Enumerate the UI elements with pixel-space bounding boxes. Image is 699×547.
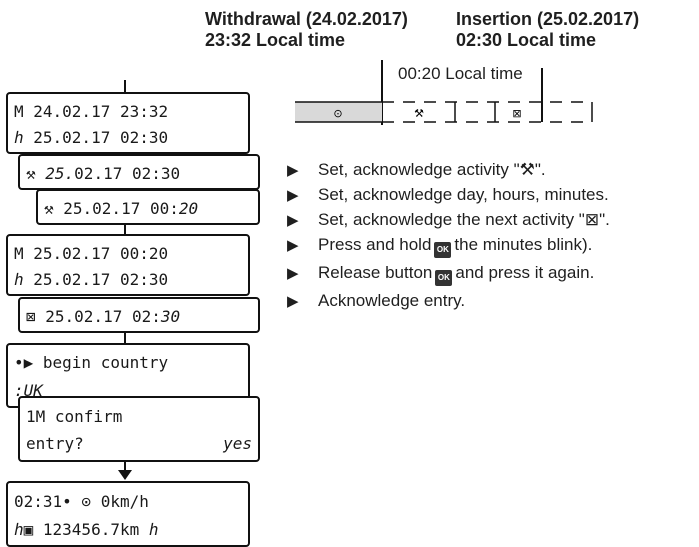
- bullet-arrow-icon: ▶: [287, 237, 299, 254]
- updated-withdrawal-entry: M 25.02.17 00:20: [14, 244, 169, 263]
- bullet-arrow-icon: ▶: [287, 162, 299, 179]
- day-field: 25.: [45, 164, 75, 183]
- odometer-line: ℎ▣ 123456.7km ℎ: [14, 520, 159, 539]
- connector: [124, 461, 126, 475]
- display-screen-5: ⊠ 25.02.17 02:30: [18, 297, 260, 333]
- withdrawal-header: Withdrawal (24.02.2017) 23:32 Local time: [205, 9, 408, 51]
- next-activity-entry: ⊠ 25.02.17 02:30: [26, 307, 181, 326]
- display-screen-1: M 24.02.17 23:32 ℎ 25.02.17 02:30: [6, 92, 250, 154]
- bullet-arrow-icon: ▶: [287, 212, 299, 229]
- withdrawal-entry: M 24.02.17 23:32: [14, 102, 169, 121]
- list-item: ▶ Set, acknowledge the next activity "⊠"…: [287, 210, 610, 229]
- insertion-date-label: Insertion (25.02.2017): [456, 9, 640, 29]
- activity-entry: ⚒ 25.02.17 02:30: [26, 164, 181, 183]
- activity-timeline: ⊙ ⚒ ⊠: [295, 60, 593, 125]
- withdrawal-time-label: 23:32 Local time: [205, 30, 346, 50]
- bullet-arrow-icon: ▶: [287, 293, 299, 310]
- connector: [124, 333, 126, 343]
- minutes-field: 20: [178, 199, 199, 218]
- availability-icon: ⊠: [512, 107, 521, 120]
- connector: [124, 80, 126, 92]
- ok-button-icon: OK: [435, 270, 453, 286]
- insertion-time-label: 02:30 Local time: [456, 30, 597, 50]
- instruction-list: ▶ Set, acknowledge activity "⚒". ▶ Set, …: [287, 159, 687, 315]
- bullet-arrow-icon: ▶: [287, 187, 299, 204]
- yes-option[interactable]: yes: [223, 434, 252, 453]
- list-item: ▶ Set, acknowledge day, hours, minutes.: [287, 185, 609, 204]
- timeline-label: 00:20 Local time: [398, 64, 523, 83]
- entry-question: entry?: [26, 434, 84, 453]
- arrow-down-icon: [118, 470, 132, 480]
- list-item: ▶ Acknowledge entry.: [287, 291, 466, 310]
- insertion-header: Insertion (25.02.2017) 02:30 Local time: [456, 9, 639, 51]
- connector: [124, 224, 126, 234]
- withdrawal-date-label: Withdrawal (24.02.2017): [205, 9, 408, 29]
- ok-button-icon: OK: [434, 242, 452, 258]
- bullet-arrow-icon: ▶: [287, 265, 299, 282]
- insertion-entry: ℎ 25.02.17 02:30: [14, 270, 169, 289]
- list-item: ▶ Set, acknowledge activity "⚒".: [287, 160, 546, 179]
- begin-country-prompt: •▶ begin country: [14, 353, 169, 372]
- display-screen-4: M 25.02.17 00:20 ℎ 25.02.17 02:30: [6, 234, 250, 296]
- duration-entry: ⚒ 25.02.17 00:20: [44, 199, 199, 218]
- work-icon: ⚒: [414, 107, 424, 120]
- display-screen-2: ⚒ 25.02.17 02:30: [18, 154, 260, 190]
- insertion-entry: ℎ 25.02.17 02:30: [14, 128, 169, 147]
- display-screen-standard: 02:31• ⊙ 0km/h ℎ▣ 123456.7km ℎ: [6, 481, 250, 547]
- confirm-prompt: 1M confirm: [26, 407, 123, 426]
- time-speed-line: 02:31• ⊙ 0km/h: [14, 492, 149, 511]
- rest-icon: ⊙: [333, 107, 342, 120]
- minutes-field: 30: [160, 307, 181, 326]
- timeline-cell-rest: [295, 102, 382, 122]
- country-value: :UK: [14, 381, 43, 400]
- display-screen-7: 1M confirm entry? yes: [18, 396, 260, 462]
- display-screen-3: ⚒ 25.02.17 00:20: [36, 189, 260, 225]
